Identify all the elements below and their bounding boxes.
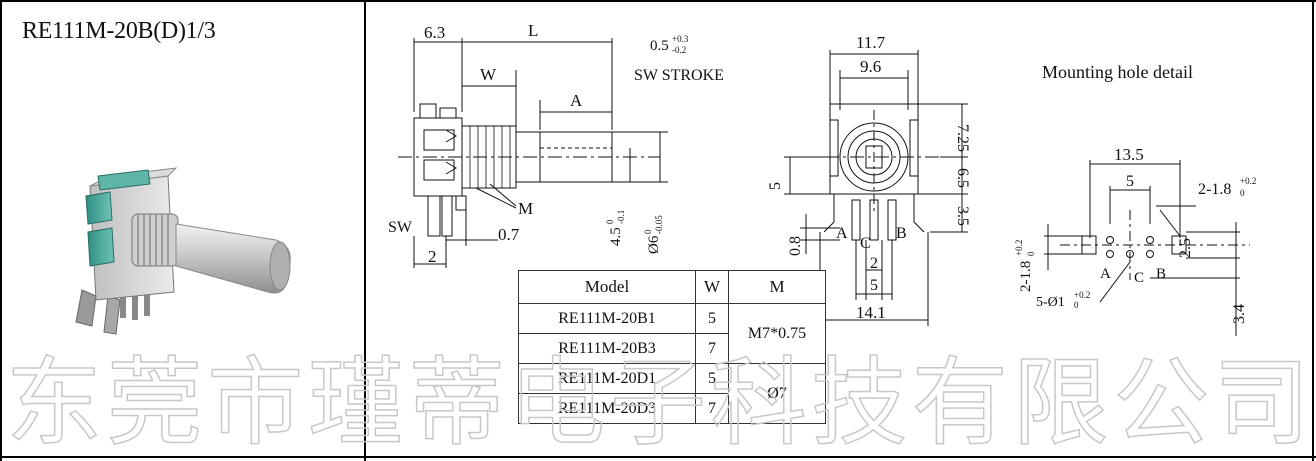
sw-stroke-value: 0.5 — [650, 38, 669, 54]
side-dim-0.7: 0.7 — [498, 225, 520, 244]
table-cell-model: RE111M-20B1 — [518, 303, 696, 334]
table-cell-w: 5 — [695, 363, 729, 394]
table-cell-w: 7 — [695, 393, 729, 424]
side-dim-A: A — [570, 91, 583, 110]
mounting-vert-slot-label: 2-1.8 — [1018, 261, 1034, 292]
side-dim-6-group: Ø6 0 -0.05 — [643, 215, 664, 254]
side-dim-2: 2 — [428, 247, 437, 266]
mounting-slot-sup: +0.2 — [1240, 176, 1256, 186]
side-dim-4.5: 4.5 — [608, 227, 624, 246]
front-dim-0.8: 0.8 — [787, 236, 804, 256]
frame-top-border — [0, 0, 1316, 2]
mounting-holes-sub: 0 — [1074, 300, 1079, 310]
front-dim-2: 2 — [870, 255, 878, 272]
mounting-pin-C: C — [1134, 270, 1144, 286]
table-row: RE111M-20B1 5 M7*0.75 — [518, 303, 826, 364]
mounting-pin-A: A — [1100, 266, 1111, 282]
front-dim-3.5: 3.5 — [954, 206, 971, 226]
table-header-row: Model W M — [518, 270, 826, 304]
side-dim-6.3: 6.3 — [424, 23, 445, 42]
mounting-dim-2.5: 2.5 — [1177, 238, 1194, 258]
mounting-vert-slot-sup: +0.2 — [1014, 240, 1024, 256]
side-dim-4.5-tol-top: 0 — [605, 219, 615, 224]
table-row: RE111M-20D3 7 — [518, 393, 826, 424]
part-title: RE111M-20B(D)1/3 — [22, 18, 216, 44]
frame-bottom-border — [0, 456, 1316, 458]
frame-divider — [364, 0, 366, 461]
front-dim-7.25: 7.25 — [954, 124, 971, 152]
model-table: Model W M RE111M-20B1 5 M7*0.75 RE111M-2… — [518, 270, 826, 424]
side-dim-W: W — [480, 65, 497, 84]
mounting-slot-sub: 0 — [1240, 188, 1245, 198]
front-dim-9.6: 9.6 — [860, 57, 881, 76]
mounting-vert-slot-sub: 0 — [1026, 251, 1036, 256]
sw-stroke-label: SW STROKE — [634, 67, 724, 84]
table-cell-m: Ø7 — [728, 363, 826, 424]
side-label-M: M — [518, 199, 533, 218]
front-dim-6.5: 6.5 — [954, 168, 971, 188]
side-dim-4.5-tol-bot: -0.1 — [616, 210, 626, 224]
table-row: RE111M-20D1 5 Ø7 — [518, 363, 826, 424]
front-dim-5b: 5 — [870, 277, 878, 294]
mounting-holes-sup: +0.2 — [1074, 290, 1090, 300]
mounting-slot-label: 2-1.8 — [1198, 181, 1231, 198]
side-label-SW: SW — [388, 219, 413, 236]
side-dim-4.5-group: 4.5 0 -0.1 — [605, 210, 626, 246]
mounting-title: Mounting hole detail — [1042, 62, 1193, 82]
table-cell-w: 5 — [695, 303, 729, 334]
frame-left-border — [0, 0, 2, 461]
front-dim-14.1: 14.1 — [856, 303, 886, 322]
table-row: RE111M-20B3 7 — [518, 333, 826, 364]
front-pin-C: C — [860, 235, 871, 252]
mounting-holes-label: 5-Ø1 — [1036, 295, 1065, 310]
side-dim-L: L — [528, 21, 538, 40]
sw-stroke-sup: +0.3 — [672, 34, 689, 44]
table-cell-w: 7 — [695, 333, 729, 364]
table-header-m: M — [728, 270, 826, 304]
table-header-model: Model — [518, 270, 696, 304]
front-dim-5: 5 — [767, 182, 784, 190]
side-dim-6: Ø6 — [646, 235, 662, 254]
mounting-dim-3.4: 3.4 — [1231, 304, 1248, 324]
mounting-vert-slot-group: 2-1.8 +0.2 0 — [1014, 240, 1036, 292]
side-dim-6-tol-bot: -0.05 — [654, 215, 664, 234]
mounting-dim-13.5: 13.5 — [1114, 145, 1144, 164]
front-pin-B: B — [896, 225, 907, 242]
table-cell-model: RE111M-20B3 — [518, 333, 696, 364]
product-photo — [75, 167, 291, 335]
sw-stroke-sub: -0.2 — [672, 45, 686, 55]
table-cell-m: M7*0.75 — [728, 303, 826, 364]
table-header-w: W — [695, 270, 729, 304]
frame-right-border — [1312, 0, 1314, 461]
side-dim-6-tol-top: 0 — [643, 229, 653, 234]
table-cell-model: RE111M-20D1 — [518, 363, 696, 394]
table-cell-model: RE111M-20D3 — [518, 393, 696, 424]
mounting-dim-5: 5 — [1126, 173, 1134, 190]
front-pin-A: A — [836, 225, 848, 242]
mounting-pin-B: B — [1156, 266, 1166, 282]
front-dim-11.7: 11.7 — [856, 33, 886, 52]
